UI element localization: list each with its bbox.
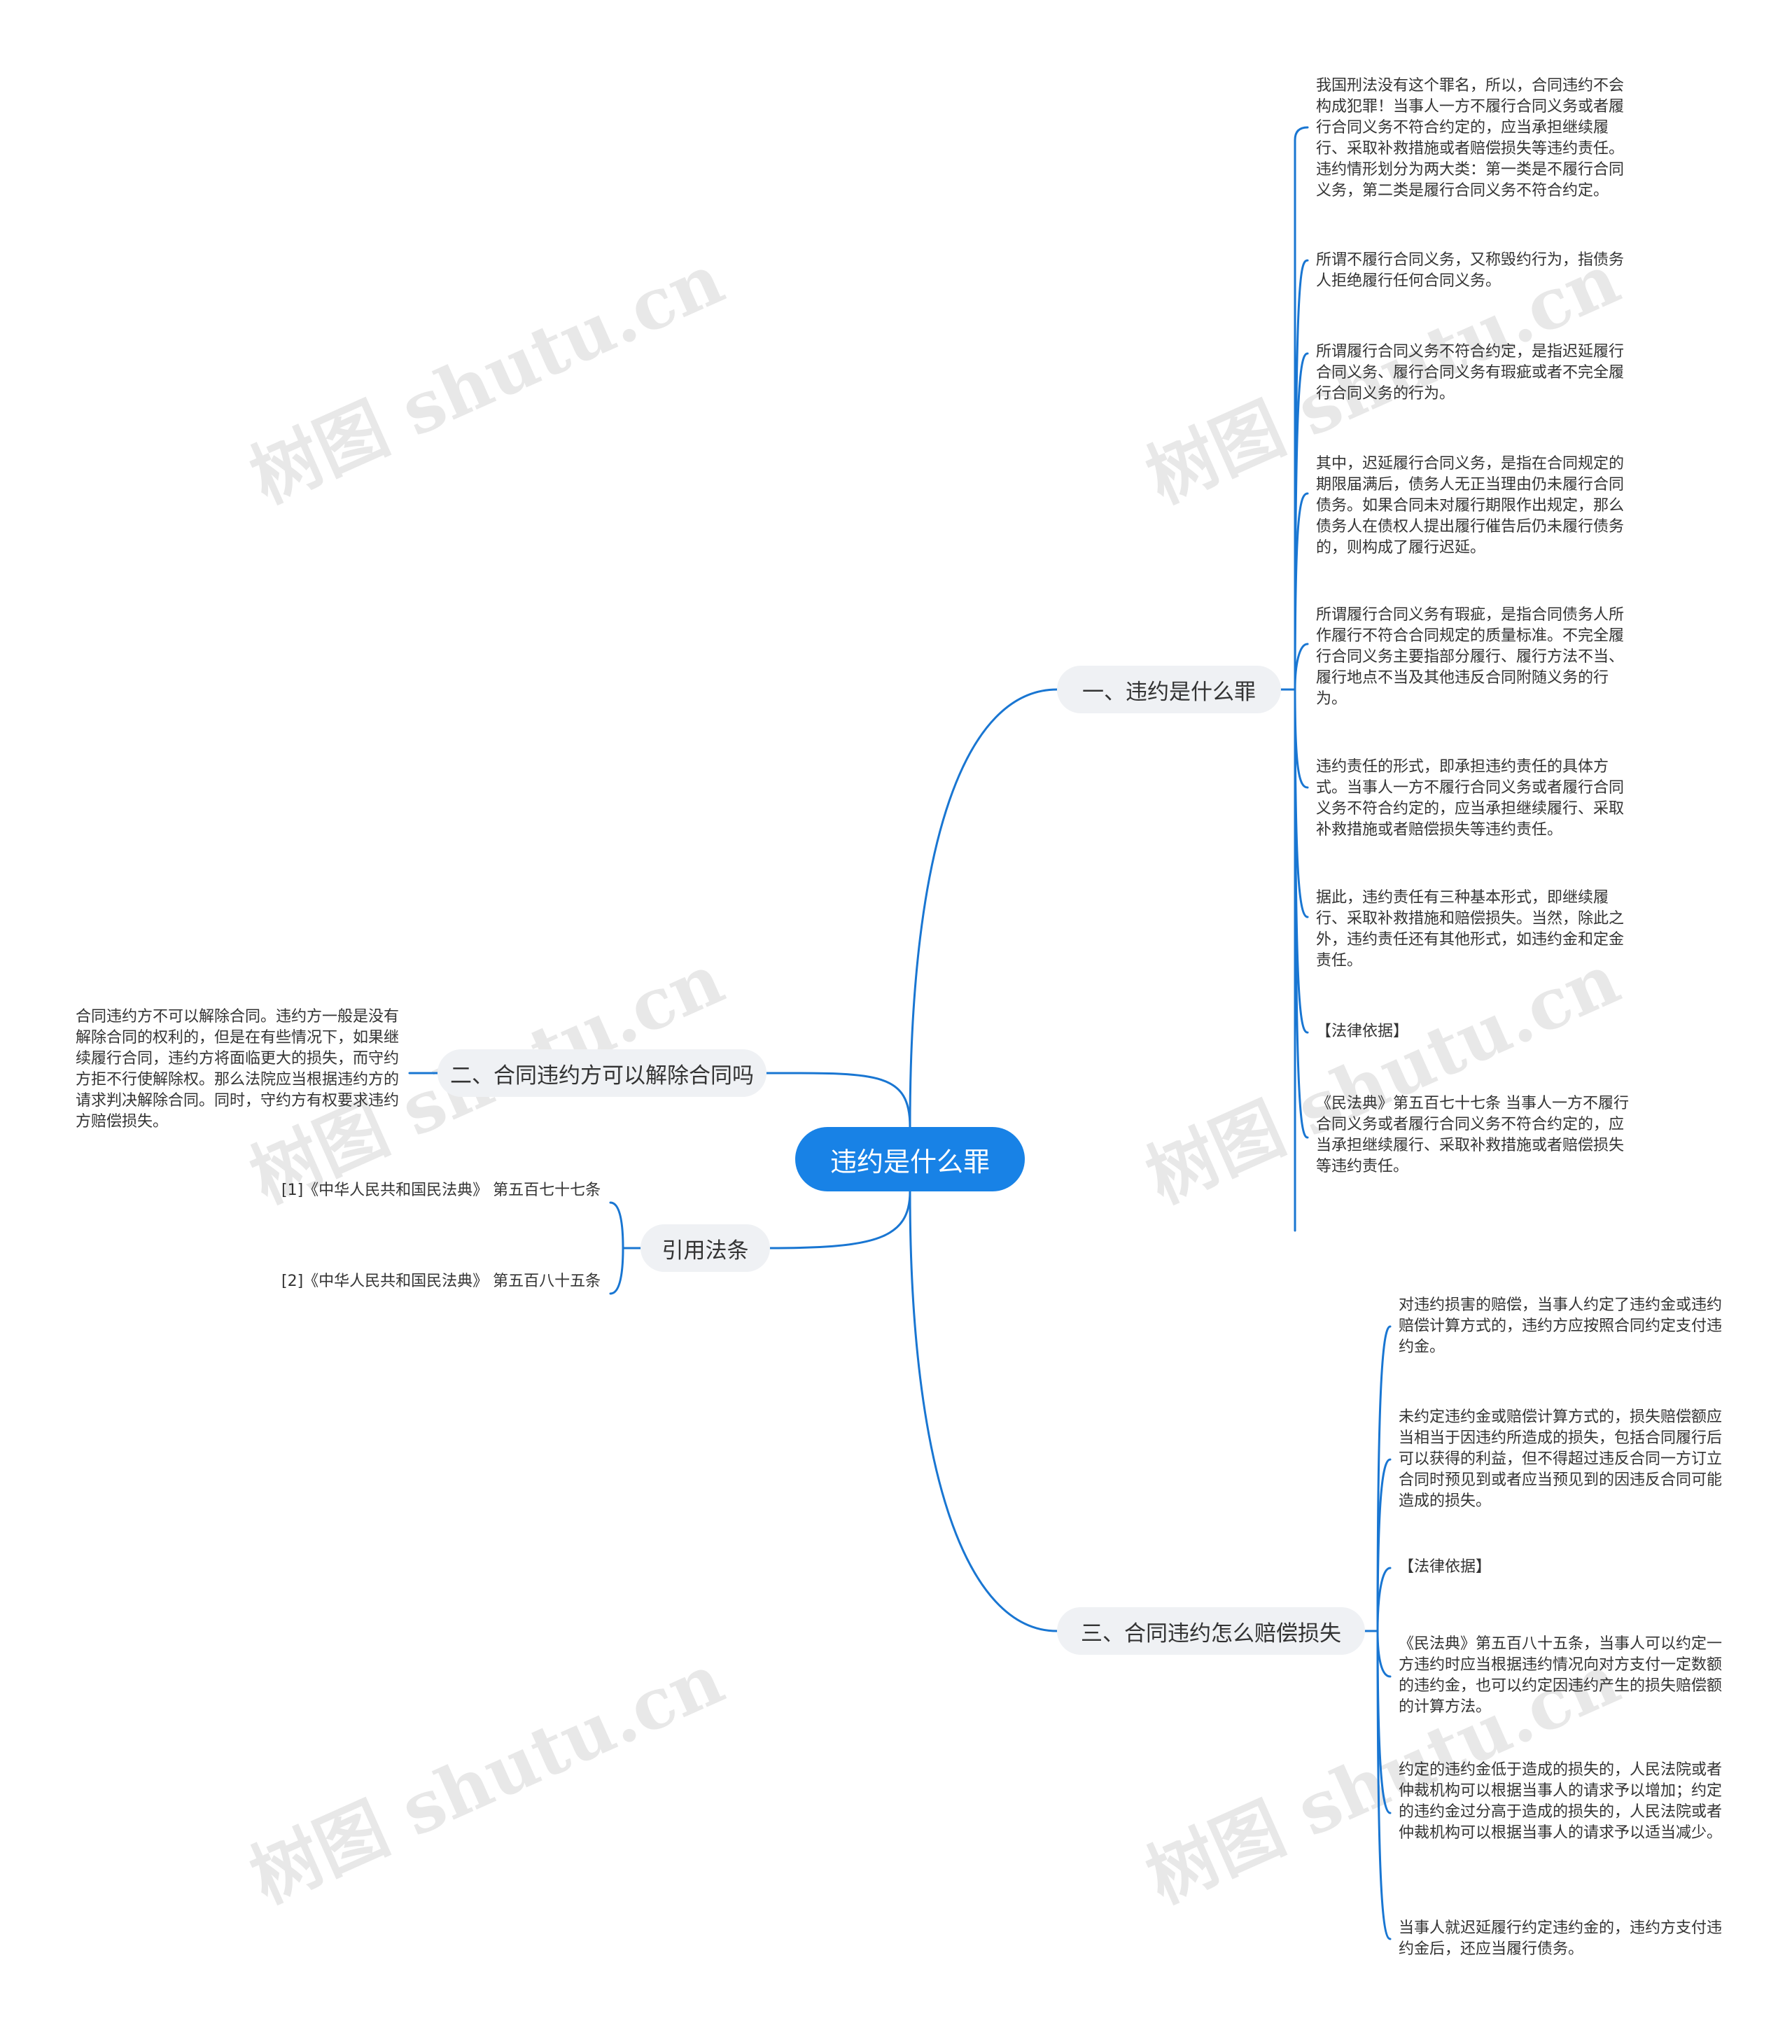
b4-leaf-2: 未约定违约金或赔偿计算方式的，损失赔偿额应当相当于因违约所造成的损失，包括合同履… (1399, 1408, 1723, 1510)
link-root-b1 (909, 688, 1058, 1128)
b4-leaf-1: 对违约损害的赔偿，当事人约定了违约金或违约赔偿计算方式的，违约方应按照合同约定支… (1399, 1296, 1723, 1356)
b3-leaf-2: [2]《中华人民共和国民法典》 第五百八十五条 (281, 1273, 601, 1290)
bracket-b1-trunk (1294, 126, 1309, 691)
b1-leaf-4: 其中，迟延履行合同义务，是指在合同规定的期限届满后，债务人无正当理由仍未履行合同… (1316, 455, 1625, 556)
link-root-b3 (769, 1190, 911, 1250)
b4-leaf-5: 约定的违约金低于造成的损失的，人民法院或者仲裁机构可以根据当事人的请求予以增加；… (1399, 1761, 1723, 1842)
b1-leaf-2: 所谓不履行合同义务，又称毁约行为，指债务人拒绝履行任何合同义务。 (1316, 251, 1625, 290)
b1-leaf-9: 《民法典》第五百七十七条 当事人一方不履行合同义务或者履行合同义务不符合约定的，… (1316, 1095, 1629, 1175)
b1-leaf-6: 违约责任的形式，即承担违约责任的具体方式。当事人一方不履行合同义务或者履行合同义… (1316, 758, 1625, 839)
branch-compensation[interactable]: 三、合同违约怎么赔偿损失 (1057, 1607, 1365, 1655)
b1-leaf-8: 【法律依据】 (1316, 1023, 1409, 1040)
b1-leaf-3: 所谓履行合同义务不符合约定，是指迟延履行合同义务、履行合同义务有瑕疵或者不完全履… (1316, 343, 1625, 402)
b4-leaf-6: 当事人就迟延履行约定违约金的，违约方支付违约金后，还应当履行债务。 (1399, 1919, 1723, 1958)
branch-cited-laws[interactable]: 引用法条 (640, 1224, 770, 1272)
branch-terminate-contract[interactable]: 二、合同违约方可以解除合同吗 (438, 1049, 766, 1097)
b1-leaf-7: 据此，违约责任有三种基本形式，即继续履行、采取补救措施和赔偿损失。当然，除此之外… (1316, 889, 1625, 969)
b4-leaf-4: 《民法典》第五百八十五条，当事人可以约定一方违约时应当根据违约情况向对方支付一定… (1399, 1635, 1723, 1716)
b3-leaf-1: [1]《中华人民共和国民法典》 第五百七十七条 (281, 1182, 601, 1199)
b2-leaf-1: 合同违约方不可以解除合同。违约方一般是没有解除合同的权利的，但是在有些情况下，如… (76, 1008, 400, 1130)
link-root-b2 (765, 1072, 911, 1128)
link-root-b4 (909, 1190, 1058, 1632)
b1-leaf-5: 所谓履行合同义务有瑕疵，是指合同债务人所作履行不符合合同规定的质量标准。不完全履… (1316, 606, 1625, 708)
root-topic[interactable]: 违约是什么罪 (795, 1127, 1025, 1191)
branch-what-crime[interactable]: 一、违约是什么罪 (1057, 666, 1281, 713)
b1-leaf-1: 我国刑法没有这个罪名，所以，合同违约不会构成犯罪！当事人一方不履行合同义务或者履… (1316, 77, 1625, 200)
b4-leaf-3: 【法律依据】 (1399, 1558, 1492, 1576)
